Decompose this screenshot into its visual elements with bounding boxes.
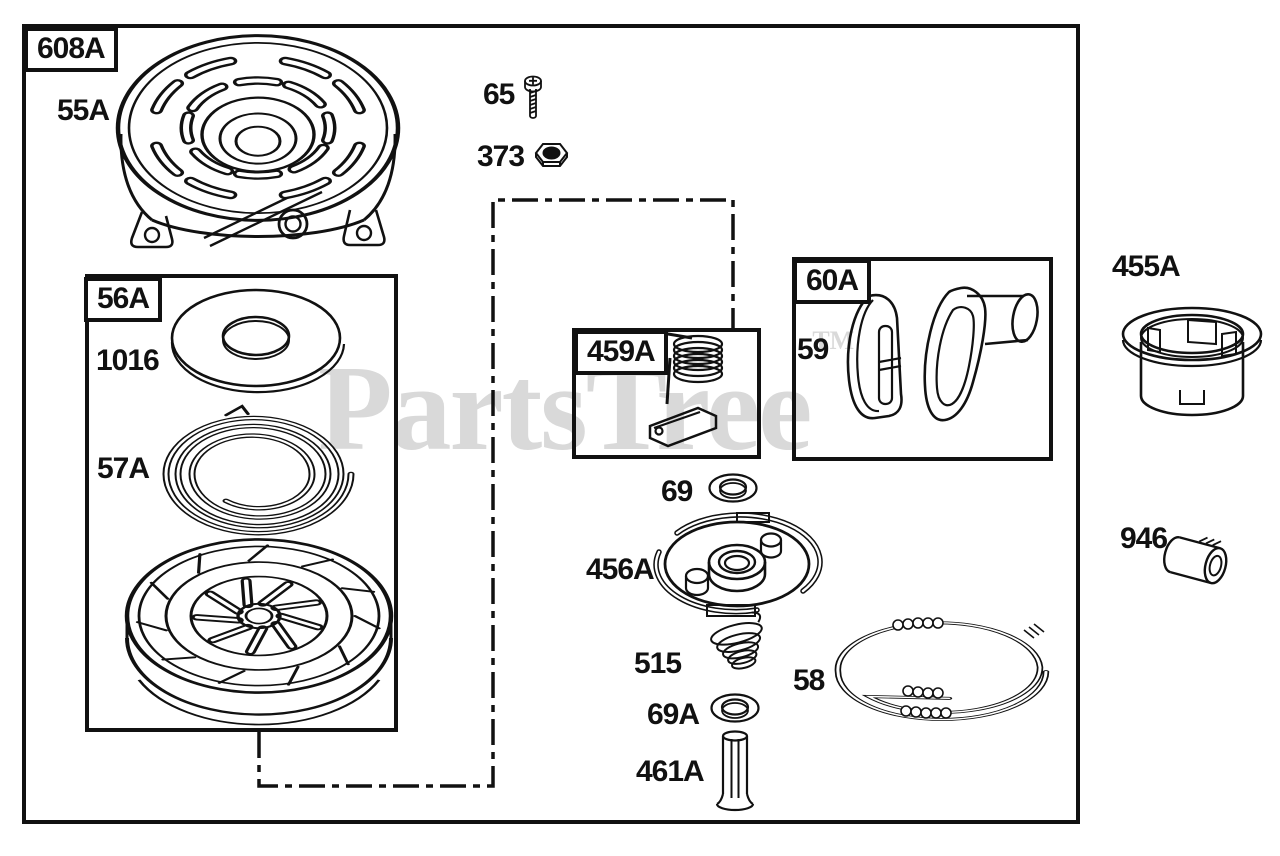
friction-washer-drawing <box>170 288 346 394</box>
callout-60A: 60A <box>793 259 872 304</box>
rewind-spring-drawing <box>162 404 355 536</box>
rope-bushing-cup-drawing <box>1121 306 1263 417</box>
callout-57A: 57A <box>97 452 150 485</box>
diagram-outer-border <box>22 24 1080 824</box>
callout-459A: 459A <box>574 330 668 375</box>
watermark-text: PartsTree <box>318 341 812 476</box>
clutch-retainer-plate-drawing <box>653 512 823 617</box>
bushing-946-drawing <box>1163 535 1228 585</box>
callout-69A: 69A <box>647 698 700 731</box>
screw-drawing <box>524 75 542 119</box>
callout-461A: 461A <box>636 755 705 788</box>
callout-608A: 608A <box>24 27 118 72</box>
callout-1016: 1016 <box>96 344 160 377</box>
washer-69-drawing <box>708 473 758 503</box>
washer-69A-drawing <box>710 693 760 723</box>
spring-58-drawing <box>834 617 1050 722</box>
callout-515: 515 <box>634 647 682 680</box>
spring-515-drawing <box>710 611 763 670</box>
watermark: PartsTreeTM <box>318 328 854 470</box>
callout-456A: 456A <box>586 553 655 586</box>
starter-handle-drawing <box>846 286 1039 422</box>
group-box-56A <box>85 274 398 732</box>
callout-59: 59 <box>797 333 829 366</box>
callout-946: 946 <box>1120 522 1168 555</box>
callout-69: 69 <box>661 475 693 508</box>
callout-455A: 455A <box>1112 250 1181 283</box>
pin-461A-drawing <box>715 730 755 812</box>
recoil-housing-drawing <box>115 34 401 249</box>
callout-55A: 55A <box>57 94 110 127</box>
callout-56A: 56A <box>84 277 163 322</box>
callout-373: 373 <box>477 140 525 173</box>
callout-58: 58 <box>793 664 825 697</box>
nut-drawing <box>534 143 569 167</box>
starter-pulley-drawing <box>124 538 394 726</box>
group-box-60A <box>792 257 1053 461</box>
callout-65: 65 <box>483 78 515 111</box>
